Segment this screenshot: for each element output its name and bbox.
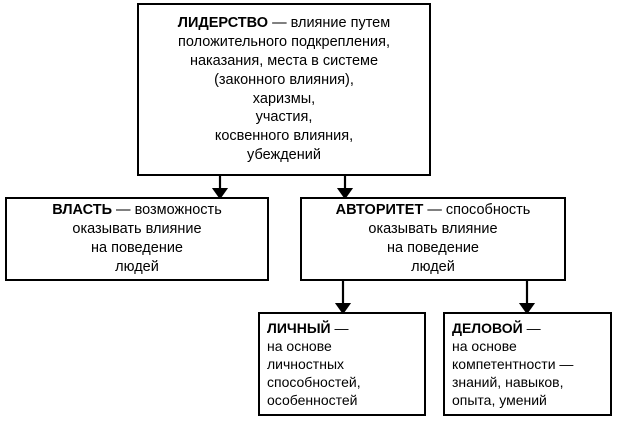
node-business-dash: — [522,319,541,336]
node-personal-line-2: на основе [267,337,332,354]
node-leadership-line-2: положительного подкрепления, [177,33,391,50]
node-power-line-1-rest: возможность [134,202,222,219]
node-authority: АВТОРИТЕТ — способность оказывать влияни… [300,197,566,281]
node-power-dash: — [112,202,135,219]
node-business-line-1: ДЕЛОВОЙ — [452,319,603,337]
node-business-line-4: знаний, навыков, [452,374,564,391]
node-leadership-line-7: косвенного влияния, [214,128,354,145]
node-business-line-3: компетентности — [452,355,574,372]
node-personal-line-5: особенностей [267,392,358,409]
node-power-line-1: ВЛАСТЬ — возможность [14,201,260,220]
node-personal-line-4: способностей, [267,374,361,391]
node-leadership-dash: — [268,15,291,32]
node-business-line-2: на основе [452,337,517,354]
node-personal-lead: ЛИЧНЫЙ [267,319,331,336]
node-authority-line-3: на поведение [387,240,479,256]
node-power-line-3: на поведение [91,240,183,256]
node-power: ВЛАСТЬ — возможность оказывать влияние н… [5,197,269,281]
node-business-lead: ДЕЛОВОЙ [452,319,523,336]
node-leadership: ЛИДЕРСТВО — влияние путем положительного… [137,3,431,176]
node-authority-line-1-rest: способность [445,202,531,219]
node-leadership-line-1-rest: влияние путем [290,15,391,32]
node-personal: ЛИЧНЫЙ — на основе личностных способност… [258,312,426,416]
node-leadership-line-3: наказания, места в системе [189,52,379,69]
node-authority-lead: АВТОРИТЕТ [335,202,424,219]
node-authority-line-1: АВТОРИТЕТ — способность [309,201,557,220]
node-authority-line-2: оказывать влияние [368,221,498,238]
node-leadership-line-1: ЛИДЕРСТВО — влияние путем [146,14,422,33]
node-personal-line-1: ЛИЧНЫЙ — [267,319,417,337]
node-leadership-line-6: участия, [255,109,313,126]
node-leadership-line-8: убеждений [247,147,321,164]
node-power-lead: ВЛАСТЬ [52,202,113,219]
node-personal-line-3: личностных [267,355,345,372]
node-power-line-4: людей [115,258,159,275]
node-personal-dash: — [330,319,349,336]
node-power-line-2: оказывать влияние [72,221,202,238]
node-authority-line-4: людей [411,258,455,275]
node-business-line-5: опыта, умений [452,392,547,409]
node-authority-dash: — [423,202,446,219]
node-leadership-line-5: харизмы, [252,90,316,107]
node-leadership-line-4: (законного влияния), [214,71,354,88]
node-business: ДЕЛОВОЙ — на основе компетентности — зна… [443,312,612,416]
node-leadership-lead: ЛИДЕРСТВО [177,15,269,32]
